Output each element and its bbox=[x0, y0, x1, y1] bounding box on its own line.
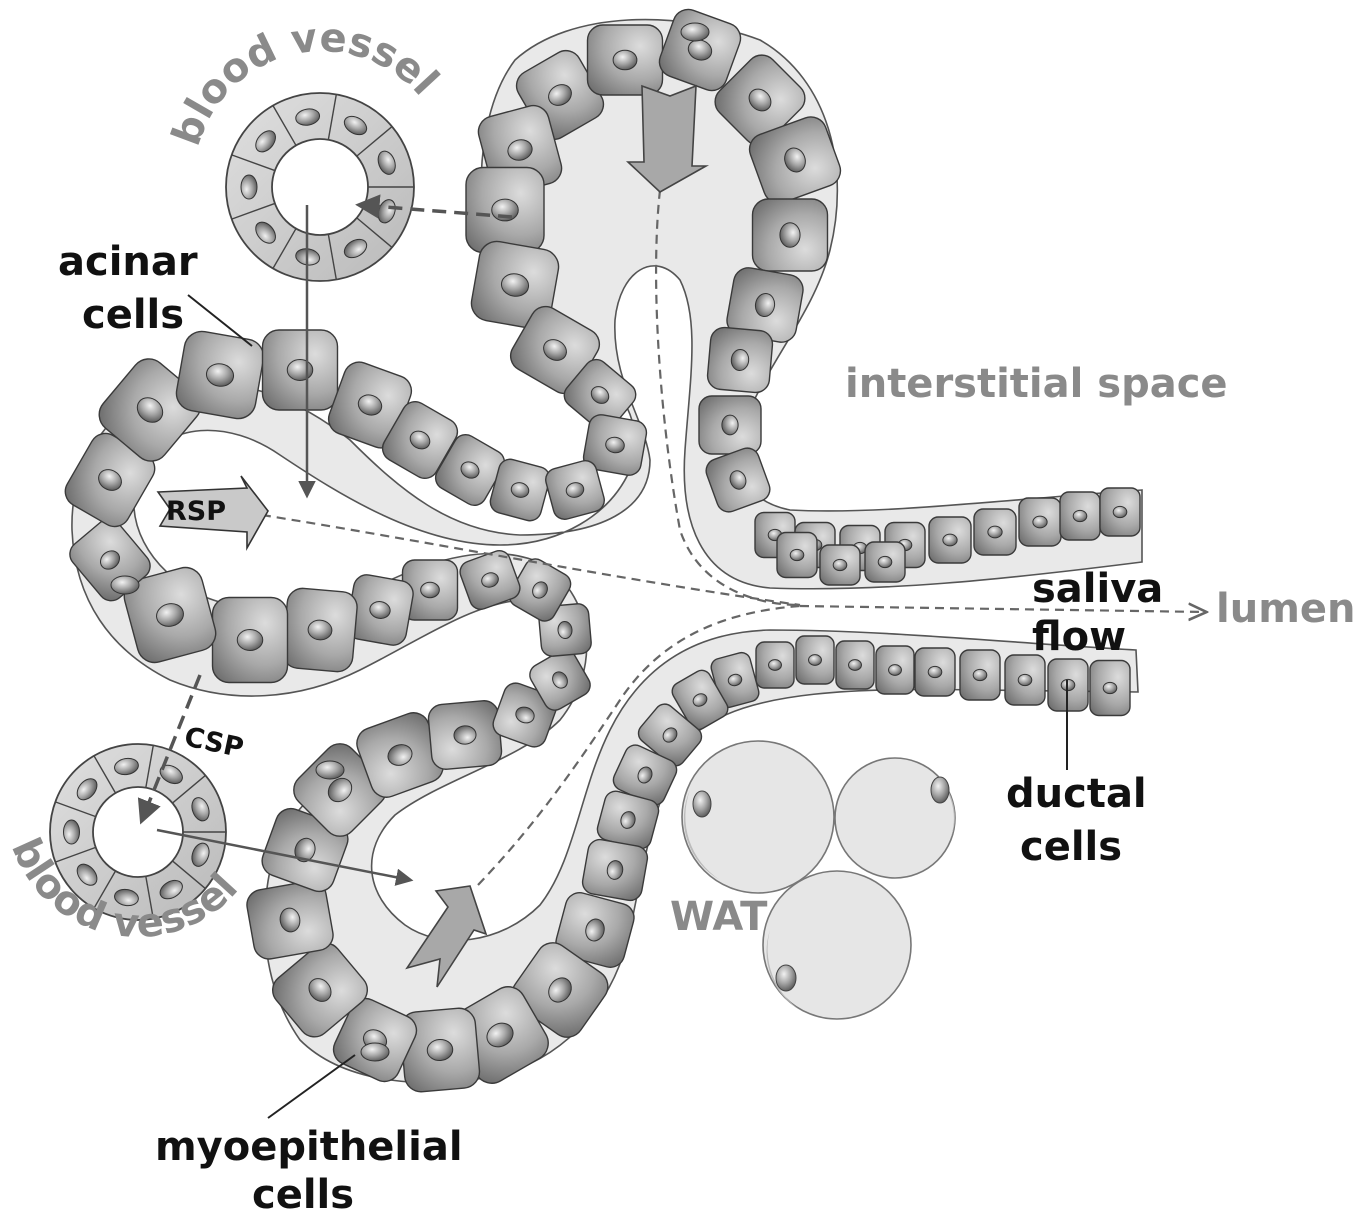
csp-label: CSP bbox=[182, 722, 247, 765]
rsp-label: RSP bbox=[166, 496, 226, 527]
epithelial-cell bbox=[836, 641, 874, 689]
adipocyte bbox=[682, 741, 834, 893]
interstitial-space-label: interstitial space bbox=[845, 361, 1228, 407]
epithelial-cell bbox=[263, 330, 338, 410]
epithelial-cell bbox=[1090, 661, 1130, 716]
ductal-cells-label-line1: ductal bbox=[1006, 771, 1147, 817]
epithelial-cell bbox=[581, 838, 650, 903]
myoepithelial-cell bbox=[316, 761, 344, 779]
epithelial-cell bbox=[820, 545, 860, 585]
epithelial-cell bbox=[588, 25, 663, 95]
epithelial-cell bbox=[960, 650, 1000, 700]
epithelial-cell bbox=[1060, 492, 1100, 540]
epithelial-cell bbox=[915, 648, 955, 696]
epithelial-cell bbox=[1100, 488, 1140, 536]
saliva-flow-label-line1: saliva bbox=[1032, 566, 1163, 612]
epithelial-cell bbox=[213, 598, 288, 683]
epithelial-cell bbox=[1005, 655, 1045, 705]
epithelial-cell bbox=[756, 642, 794, 688]
epithelial-cell bbox=[796, 636, 834, 684]
epithelial-cell bbox=[466, 168, 544, 253]
epithelial-cell bbox=[282, 587, 359, 673]
epithelial-cell bbox=[1019, 498, 1061, 546]
epithelial-cell bbox=[865, 542, 905, 582]
myoepithelial-cell bbox=[681, 23, 709, 41]
epithelial-cell bbox=[699, 396, 761, 454]
white-adipose-tissue bbox=[682, 741, 955, 1019]
lumen-label: lumen bbox=[1216, 586, 1355, 632]
rsp-arrow: RSP bbox=[158, 476, 268, 548]
endothelial-cell bbox=[64, 820, 80, 844]
epithelial-cell bbox=[974, 509, 1016, 555]
epithelial-cell bbox=[174, 329, 267, 422]
myoepithelial-cell bbox=[111, 576, 139, 594]
epithelial-cell bbox=[876, 646, 914, 694]
myoepithelial-cells-label-line2: cells bbox=[252, 1172, 354, 1217]
endothelial-cell bbox=[241, 175, 257, 199]
adipocyte bbox=[763, 871, 911, 1019]
blood-vessel-top bbox=[226, 93, 414, 281]
epithelial-cell bbox=[706, 326, 773, 393]
wat-label: WAT bbox=[670, 894, 768, 940]
epithelial-cell bbox=[929, 517, 971, 563]
acinar-cells-label-line1: acinar bbox=[58, 239, 198, 285]
epithelial-cell bbox=[753, 199, 828, 271]
acinar-cells-label-line2: cells bbox=[82, 292, 184, 338]
epithelial-cell bbox=[427, 700, 502, 771]
saliva-flow-label-line2: flow bbox=[1032, 614, 1126, 660]
ductal-cells-label-line2: cells bbox=[1020, 824, 1122, 870]
myoepithelial-cell bbox=[361, 1043, 389, 1061]
gland-tissue bbox=[60, 5, 1142, 1093]
epithelial-cell bbox=[777, 533, 817, 578]
adipocyte bbox=[835, 758, 955, 878]
myoepithelial-cells-label-line1: myoepithelial bbox=[155, 1124, 463, 1170]
